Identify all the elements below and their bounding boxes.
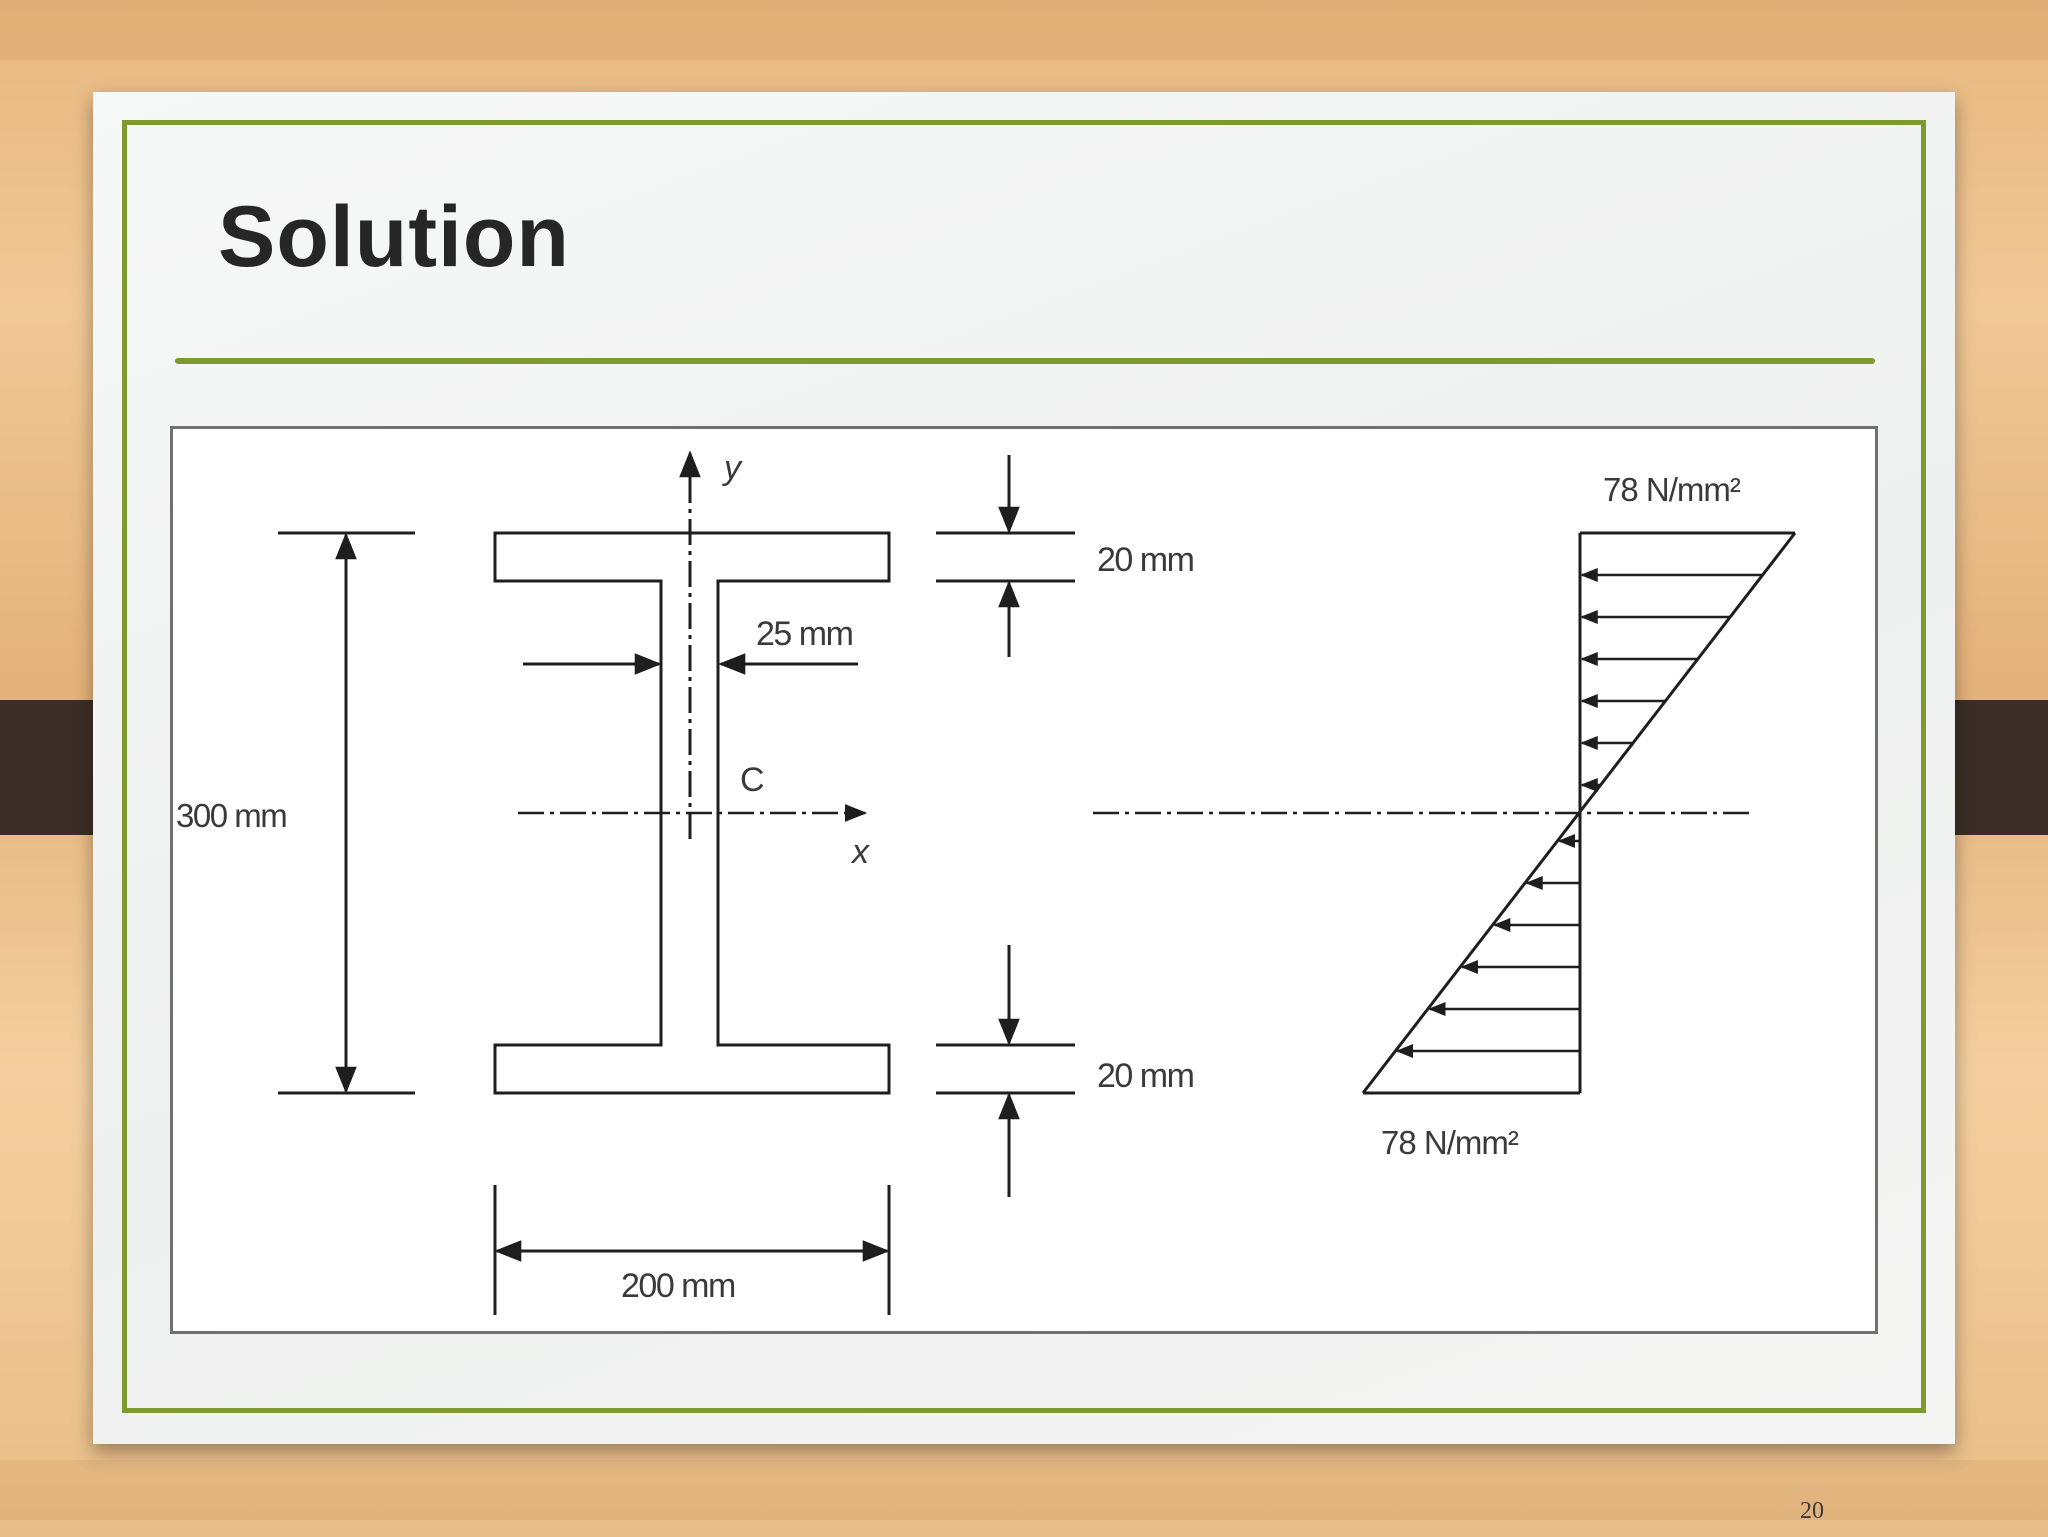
slide-frame	[122, 120, 1926, 1413]
diagram-figure: y x C 300 mm 200 mm 25 mm 20 mm 20 mm 78…	[170, 426, 1878, 1334]
beam-diagram: y x C 300 mm 200 mm 25 mm 20 mm 20 mm 78…	[176, 449, 1797, 1315]
y-axis-label: y	[722, 449, 743, 487]
page-number: 20	[1800, 1498, 1824, 1524]
web-thickness-label: 25 mm	[756, 615, 853, 653]
centroid-label: C	[740, 761, 765, 799]
slide-title: Solution	[218, 189, 570, 285]
wood-background	[0, 0, 2048, 60]
title-underline	[175, 358, 1875, 364]
wood-background-lower	[0, 1460, 2048, 1520]
stress-top-label: 78 N/mm²	[1603, 471, 1741, 508]
stress-profile-line	[1361, 532, 1797, 1094]
depth-label: 300 mm	[176, 797, 286, 834]
x-axis-label: x	[850, 833, 870, 871]
stress-arrows-top	[1580, 568, 1763, 792]
width-label: 200 mm	[621, 1267, 735, 1305]
stress-bottom-label: 78 N/mm²	[1381, 1124, 1519, 1161]
bottom-flange-label: 20 mm	[1097, 1057, 1194, 1095]
i-section-outline	[493, 531, 891, 1095]
top-flange-label: 20 mm	[1097, 541, 1194, 579]
stress-arrows-bottom	[1395, 834, 1580, 1058]
